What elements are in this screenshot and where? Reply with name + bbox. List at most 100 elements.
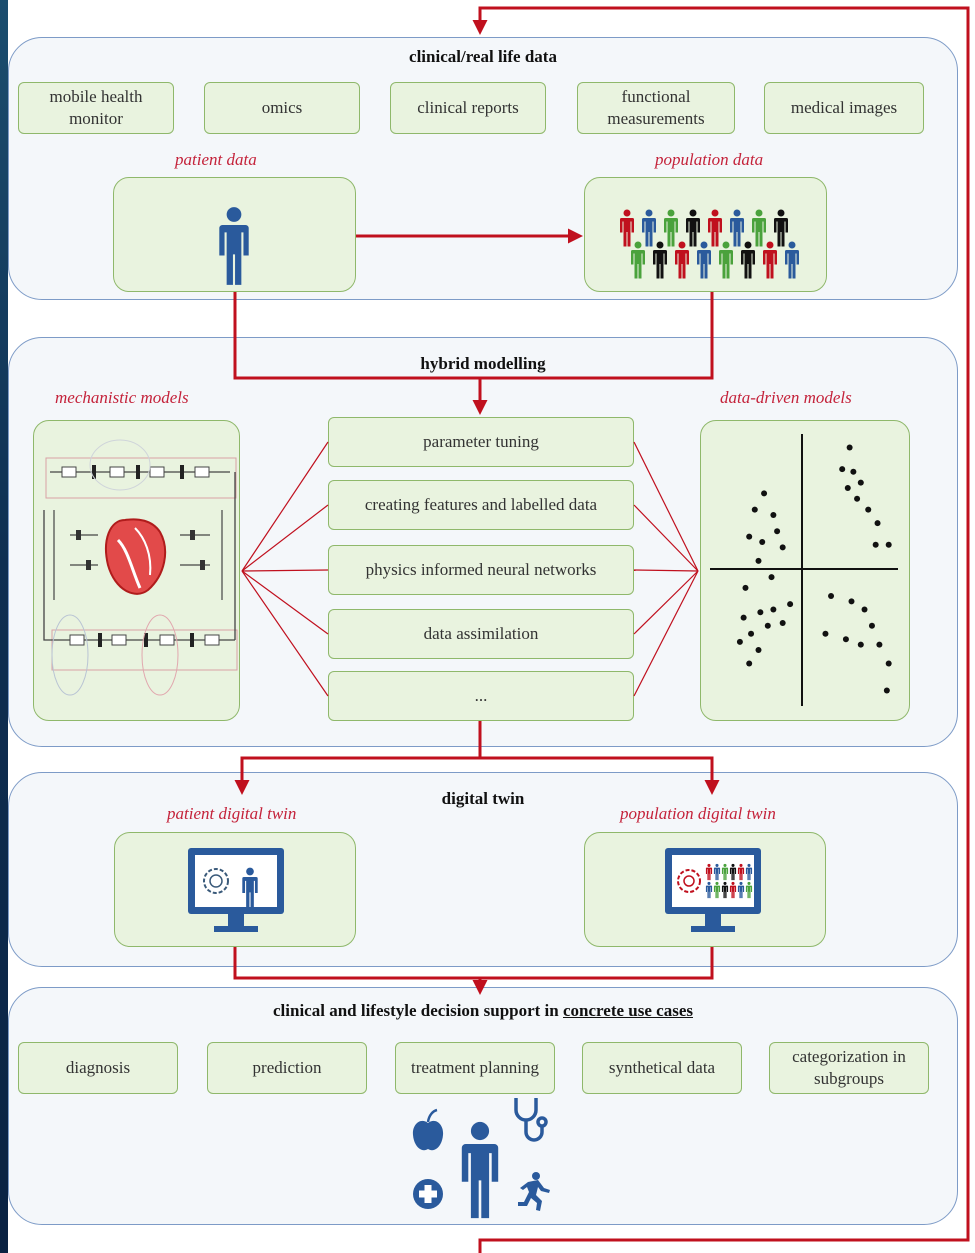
scatter-point: [844, 485, 851, 491]
scatter-point: [757, 609, 764, 616]
method-box-features: creating features and labelled data: [328, 480, 634, 530]
population-person: [730, 209, 744, 247]
scatter-point: [885, 660, 892, 667]
scatter-point: [751, 506, 758, 513]
population-person: [741, 241, 755, 279]
population-person: [708, 209, 722, 247]
method-fan-lines: [241, 441, 699, 697]
scatter-point: [883, 687, 890, 694]
population-data-label: population data: [655, 150, 764, 169]
feedback-loop-line: [472, 6, 970, 1253]
source-box-mobile-health: mobile health monitor: [18, 82, 174, 134]
scatter-point: [746, 533, 753, 540]
scatter-point: [770, 512, 777, 518]
use-box-treatment: treatment planning: [395, 1042, 555, 1094]
population-person: [675, 241, 689, 279]
patient-digital-twin-label: patient digital twin: [167, 804, 297, 823]
scatter-point: [839, 466, 846, 473]
source-box-medical-images: medical images: [764, 82, 924, 134]
heart-circuit-icon: [43, 439, 238, 696]
monitor-icon: [188, 848, 284, 932]
scatter-point: [761, 490, 768, 497]
population-person: [752, 209, 766, 247]
scatter-point: [857, 641, 864, 648]
population-person: [631, 241, 645, 279]
section-title-clinical: clinical/real life data: [409, 47, 557, 66]
method-box-pinn: physics informed neural networks: [328, 545, 634, 595]
population-person: [719, 241, 733, 279]
population-person: [774, 209, 788, 247]
running-person-icon: [518, 1172, 550, 1211]
mechanistic-models-label: mechanistic models: [55, 388, 189, 407]
scatter-point: [872, 541, 879, 548]
scatter-point: [857, 479, 864, 486]
section-title-decision: clinical and lifestyle decision support …: [9, 1001, 957, 1021]
scatter-point: [848, 598, 855, 605]
scatter-plot-icon: [710, 434, 898, 706]
scatter-point: [854, 495, 861, 502]
person-icon: [461, 1121, 499, 1219]
section-title-hybrid: hybrid modelling: [420, 354, 546, 373]
scatter-point: [846, 444, 853, 451]
population-digital-twin-label: population digital twin: [620, 804, 776, 823]
population-person: [686, 209, 700, 247]
method-box-ellipsis: ...: [328, 671, 634, 721]
people-group-icon: [620, 209, 799, 279]
monitor-icon: [665, 848, 761, 932]
scatter-point: [746, 660, 753, 667]
scatter-point: [764, 622, 771, 629]
method-box-data-assimilation: data assimilation: [328, 609, 634, 659]
stethoscope-icon: [514, 1098, 548, 1142]
data-driven-models-box: [700, 420, 910, 721]
scatter-point: [742, 584, 749, 591]
scatter-point: [885, 541, 892, 548]
population-person: [653, 241, 667, 279]
clinical-to-hybrid-connector: [233, 292, 714, 380]
twin-to-decision-connector: [233, 947, 714, 980]
use-box-synthetical: synthetical data: [582, 1042, 742, 1094]
population-person: [664, 209, 678, 247]
scatter-point: [828, 593, 835, 599]
scatter-point: [755, 557, 762, 564]
scatter-point: [868, 622, 875, 629]
source-box-clinical-reports: clinical reports: [390, 82, 546, 134]
scatter-point: [850, 468, 857, 475]
population-person: [763, 241, 777, 279]
scatter-point: [748, 630, 755, 637]
source-box-omics: omics: [204, 82, 360, 134]
decision-title-prefix: clinical and lifestyle decision support …: [273, 1001, 563, 1020]
use-box-diagnosis: diagnosis: [18, 1042, 178, 1094]
data-driven-models-label: data-driven models: [720, 388, 852, 407]
hybrid-to-twin-split: [240, 756, 714, 790]
apple-icon: [412, 1108, 444, 1151]
scatter-point: [842, 636, 849, 643]
patient-data-label: patient data: [175, 150, 257, 169]
scatter-point: [768, 574, 775, 581]
scatter-point: [740, 614, 747, 621]
scatter-point: [770, 606, 777, 613]
scatter-point: [865, 506, 872, 513]
decision-title-underlined: concrete use cases: [563, 1001, 693, 1020]
method-box-parameter-tuning: parameter tuning: [328, 417, 634, 467]
population-person: [697, 241, 711, 279]
source-box-functional: functional measurements: [577, 82, 735, 134]
scatter-point: [822, 630, 829, 637]
section-title-twin: digital twin: [441, 789, 525, 808]
medical-cross-icon: [413, 1179, 443, 1209]
population-person: [620, 209, 634, 247]
scatter-point: [861, 606, 868, 613]
scatter-point: [759, 539, 766, 545]
use-box-categorization: categorization in subgroups: [769, 1042, 929, 1094]
population-person: [785, 241, 799, 279]
scatter-point: [787, 601, 794, 608]
scatter-point: [779, 544, 786, 551]
scatter-point: [874, 520, 881, 527]
use-box-prediction: prediction: [207, 1042, 367, 1094]
scatter-point: [779, 620, 786, 626]
scatter-point: [736, 638, 743, 645]
scatter-point: [876, 641, 883, 648]
population-person: [642, 209, 656, 247]
scatter-point: [755, 647, 762, 653]
